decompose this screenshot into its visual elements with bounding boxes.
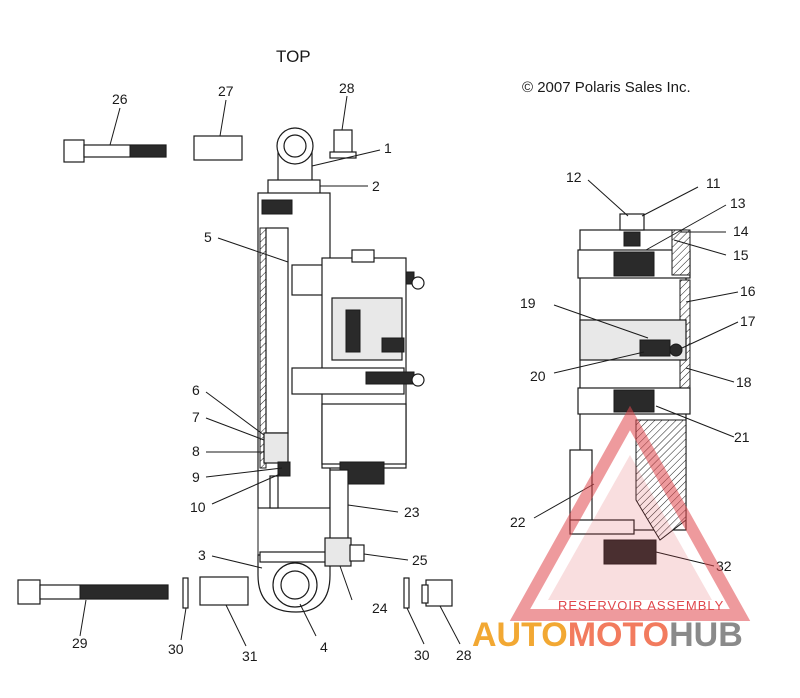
callout-7: 7 (192, 409, 200, 425)
hardware-parts (17, 129, 453, 609)
callout-17: 17 (740, 313, 756, 329)
watermark-triangle (509, 405, 751, 621)
callout-20: 20 (530, 368, 546, 384)
watermark-caption: RESERVOIR ASSEMBLY (558, 598, 724, 613)
watermark-brand-auto: AUTO (472, 616, 568, 654)
callout-4: 4 (320, 639, 328, 655)
callout-29: 29 (72, 635, 88, 651)
main-shock-assembly (257, 127, 425, 613)
leader-lines (79, 95, 739, 647)
callout-10: 10 (190, 499, 206, 515)
callout-8: 8 (192, 443, 200, 459)
callout-21: 21 (734, 429, 750, 445)
callout-11: 11 (706, 175, 721, 191)
diagram-title: TOP (276, 47, 311, 66)
callout-1: 1 (384, 140, 392, 156)
callout-24: 24 (372, 600, 388, 616)
callout-3: 3 (198, 547, 206, 563)
copyright-text: © 2007 Polaris Sales Inc. (522, 79, 691, 96)
callout-12: 12 (566, 169, 582, 185)
callout-28-top: 28 (339, 80, 355, 96)
callout-5: 5 (204, 229, 212, 245)
callout-9: 9 (192, 469, 200, 485)
callout-19: 19 (520, 295, 536, 311)
callout-13: 13 (730, 195, 746, 211)
callout-6: 6 (192, 382, 200, 398)
callout-15: 15 (733, 247, 749, 263)
callout-22: 22 (510, 514, 526, 530)
callout-18: 18 (736, 374, 752, 390)
callout-labels: 1 2 3 4 5 6 7 8 9 10 11 12 13 14 15 16 1… (72, 80, 756, 664)
callout-26: 26 (112, 91, 128, 107)
watermark-brand-hub: HUB (669, 616, 743, 654)
callout-28-bottom: 28 (456, 647, 472, 663)
callout-23: 23 (404, 504, 420, 520)
callout-30-right: 30 (414, 647, 430, 663)
callout-16: 16 (740, 283, 756, 299)
callout-2: 2 (372, 178, 380, 194)
callout-31: 31 (242, 648, 258, 664)
watermark-brand: AUTOMOTOHUB (472, 616, 743, 654)
callout-14: 14 (733, 223, 749, 239)
watermark-logo: RESERVOIR ASSEMBLY AUTOMOTOHUB (472, 405, 751, 654)
callout-30-left: 30 (168, 641, 184, 657)
watermark-brand-moto: MOTO (568, 616, 669, 654)
callout-27: 27 (218, 83, 234, 99)
callout-25: 25 (412, 552, 428, 568)
